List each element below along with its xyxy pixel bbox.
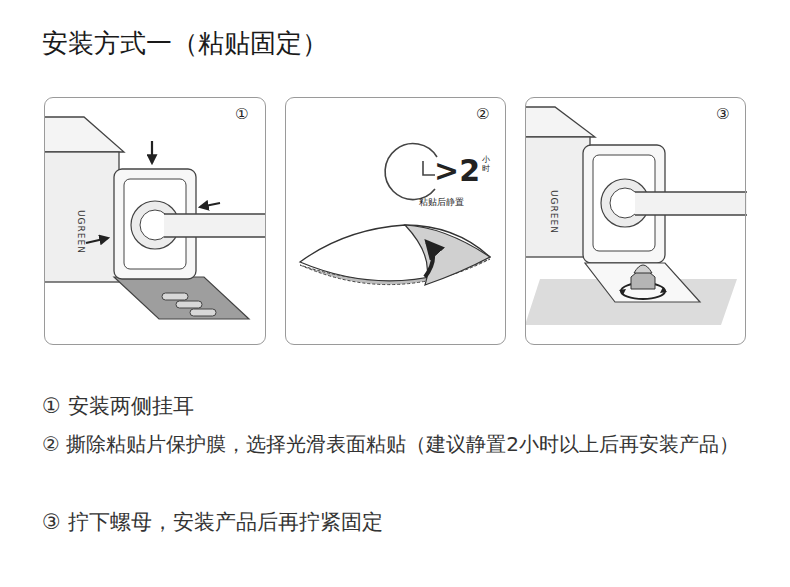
instruction-text: ② 撕除粘贴片保护膜，选择光滑表面粘贴（建议静置2小时以上后再安装产品） [42, 425, 754, 463]
brand-mark: UGREEN [75, 210, 85, 254]
panel-3-art [525, 107, 747, 325]
callout-number: ② [476, 106, 489, 123]
duration-value: >2 [434, 154, 480, 187]
step-panel: ① UGREEN [44, 97, 266, 345]
brand-mark: UGREEN [548, 190, 558, 234]
callout-number: ① [235, 106, 248, 123]
panel-1-art [44, 117, 266, 319]
note-text: 粘贴后静置 [419, 198, 464, 207]
step-panel: ③ UGREEN [525, 97, 746, 345]
instruction-text: ① 安装两侧挂耳 [42, 387, 194, 425]
callout-number: ③ [716, 106, 729, 123]
duration-unit: 小时 [482, 156, 490, 174]
step-panel: ② >2小时粘贴后静置 [285, 97, 506, 345]
instruction-text: ③ 拧下螺母，安装产品后再拧紧固定 [42, 503, 383, 541]
title: 安装方式一（粘贴固定） [42, 26, 328, 61]
panel-2-art [300, 144, 490, 285]
